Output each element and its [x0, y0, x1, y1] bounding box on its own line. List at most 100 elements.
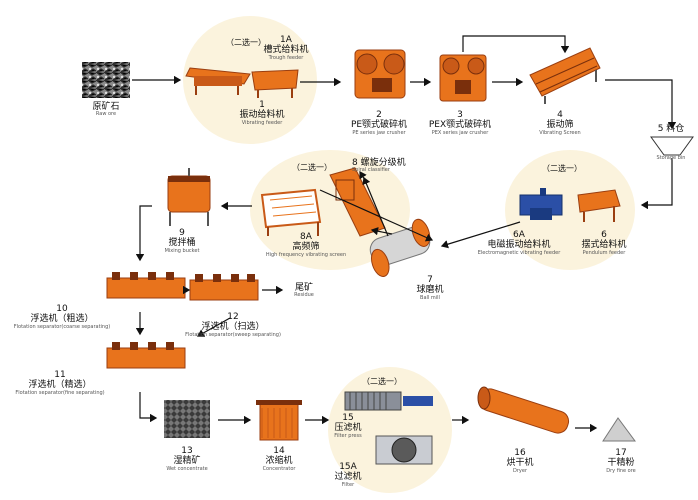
node-7-en: Ball mill	[420, 294, 440, 301]
node-16: 16 烘干机 Dryer	[498, 448, 542, 474]
node-6a-zh: 电磁振动给料机	[487, 240, 551, 251]
node-1: 1 振动给料机 Vibrating feeder	[220, 100, 304, 126]
node-5-zh-text: 料仓	[666, 124, 685, 134]
node-11-num: 11	[54, 370, 66, 380]
node-3-zh: PEX颚式破碎机	[428, 120, 492, 131]
node-15: 15 压滤机 Filter press	[326, 413, 370, 439]
node-10: 10 浮选机（粗选） Flotation separator(coarse se…	[2, 304, 122, 330]
node-14-en: Concentrator	[262, 465, 296, 472]
node-2-en: PE series jaw crusher	[352, 129, 406, 136]
node-4-zh: 振动筛	[546, 120, 574, 131]
flotation-coarse-illustration	[106, 272, 186, 299]
node-raw-ore-zh: 原矿石	[92, 102, 120, 112]
node-10-zh: 浮选机（粗选）	[30, 314, 94, 325]
storage-bin-illustration	[650, 136, 694, 156]
flotation-fine-illustration	[106, 342, 186, 369]
node-8a: 8A 高频筛 High frequency vibrating screen	[250, 232, 362, 258]
choose-one-label-4: （二选一）	[362, 377, 402, 386]
node-13-en: Wet concentrate	[166, 465, 208, 472]
node-4-num: 4	[557, 110, 563, 120]
node-7: 7 球磨机 Ball mill	[400, 275, 460, 301]
drum-filter-illustration	[375, 435, 433, 465]
node-9-num: 9	[179, 228, 185, 238]
node-15a-en: Filter	[341, 481, 355, 488]
choose-one-label-2: （二选一）	[292, 163, 332, 172]
node-13: 13 湿精矿 Wet concentrate	[156, 446, 218, 472]
pe-jaw-crusher-illustration	[354, 49, 406, 99]
node-12-en: Flotation separator(sweep separating)	[185, 331, 281, 338]
choose-one-bubble-feeders	[183, 16, 317, 144]
node-15a-num: 15A	[339, 462, 357, 472]
node-7-zh: 球磨机	[416, 285, 444, 296]
node-13-num: 13	[181, 446, 193, 456]
node-17-en: Dry fine ore	[606, 467, 636, 474]
node-3-num: 3	[457, 110, 463, 120]
node-11: 11 浮选机（精选） Flotation separator(fine sepa…	[2, 370, 118, 396]
node-4-en: Vibrating Screen	[539, 129, 581, 136]
vibrating-feeder-1-illustration	[185, 67, 251, 95]
node-2: 2 PE颚式破碎机 PE series jaw crusher	[334, 110, 424, 136]
high-frequency-screen-illustration	[260, 188, 322, 236]
node-1a-zh: 槽式给料机	[263, 45, 309, 56]
node-6-en: Pendulum feeder	[582, 249, 626, 256]
node-8-num: 8	[352, 158, 358, 168]
node-6a: 6A 电磁振动给料机 Electromagnetic vibrating fee…	[468, 230, 570, 256]
node-5-num: 5	[657, 124, 664, 134]
node-6a-en: Electromagnetic vibrating feeder	[477, 249, 561, 256]
node-15-num: 15	[342, 413, 354, 423]
node-tail-zh: 尾矿	[294, 283, 313, 293]
node-5: 5 料仓 Storage bin	[644, 124, 698, 162]
rotary-dryer-illustration	[477, 386, 570, 434]
node-11-en: Flotation separator(fine separating)	[15, 389, 105, 396]
node-3: 3 PEX颚式破碎机 PEX series jaw crusher	[410, 110, 510, 136]
trough-feeder-1a-illustration	[251, 69, 299, 98]
dry-fine-ore-pile	[602, 417, 636, 442]
node-15-zh: 压滤机	[334, 423, 362, 434]
node-8-zh-text: 螺旋分级机	[360, 158, 406, 168]
node-10-en: Flotation separator(coarse separating)	[13, 323, 111, 330]
raw-ore-pile	[82, 62, 130, 98]
node-15a: 15A 过滤机 Filter	[328, 462, 368, 488]
node-1a-num: 1A	[280, 35, 292, 45]
node-1-en: Vibrating feeder	[241, 119, 283, 126]
node-10-num: 10	[56, 304, 68, 314]
node-1-zh: 振动给料机	[239, 110, 285, 121]
mixing-bucket-illustration	[167, 168, 211, 226]
node-12-zh: 浮选机（扫选）	[201, 322, 265, 333]
choose-one-label-3: （二选一）	[542, 164, 582, 173]
node-4: 4 振动筛 Vibrating Screen	[528, 110, 592, 136]
node-8a-num: 8A	[300, 232, 312, 242]
node-raw-ore-en: Raw ore	[95, 111, 117, 118]
node-15-en: Filter press	[334, 432, 362, 439]
node-9-en: Mixing bucket	[164, 247, 200, 254]
node-14-num: 14	[273, 446, 285, 456]
node-16-num: 16	[514, 448, 526, 458]
node-5-en: Storage bin	[656, 155, 686, 162]
node-raw-ore: 原矿石 Raw ore	[84, 102, 128, 118]
node-15a-zh: 过滤机	[334, 472, 362, 483]
choose-one-bubble-feeders-2	[505, 150, 635, 270]
node-13-zh: 湿精矿	[173, 456, 201, 467]
pendulum-feeder-illustration	[577, 189, 621, 222]
node-17-zh: 干精粉	[607, 458, 635, 469]
node-12: 12 浮选机（扫选） Flotation separator(sweep sep…	[170, 312, 296, 338]
node-14-zh: 浓缩机	[265, 456, 293, 467]
pex-jaw-crusher-illustration	[439, 54, 487, 102]
node-16-en: Dryer	[513, 467, 527, 474]
node-2-zh: PE颚式破碎机	[350, 120, 408, 131]
node-8a-en: High frequency vibrating screen	[265, 251, 347, 258]
node-tail: 尾矿 Residue	[284, 283, 324, 299]
filter-press-illustration	[344, 391, 433, 411]
node-14: 14 浓缩机 Concentrator	[250, 446, 308, 472]
node-8a-zh: 高频筛	[292, 242, 320, 253]
node-7-num: 7	[427, 275, 433, 285]
node-8: 8 螺旋分级机 Spiral classifier	[352, 158, 436, 174]
node-9-zh: 搅拌桶	[168, 238, 196, 249]
wet-concentrate-pile	[164, 400, 210, 438]
node-1-num: 1	[259, 100, 265, 110]
node-6: 6 摆式给料机 Pendulum feeder	[570, 230, 638, 256]
electromagnetic-feeder-illustration	[519, 188, 563, 220]
node-8-en: Spiral classifier	[352, 167, 390, 174]
choose-one-label-1: （二选一）	[226, 38, 266, 47]
